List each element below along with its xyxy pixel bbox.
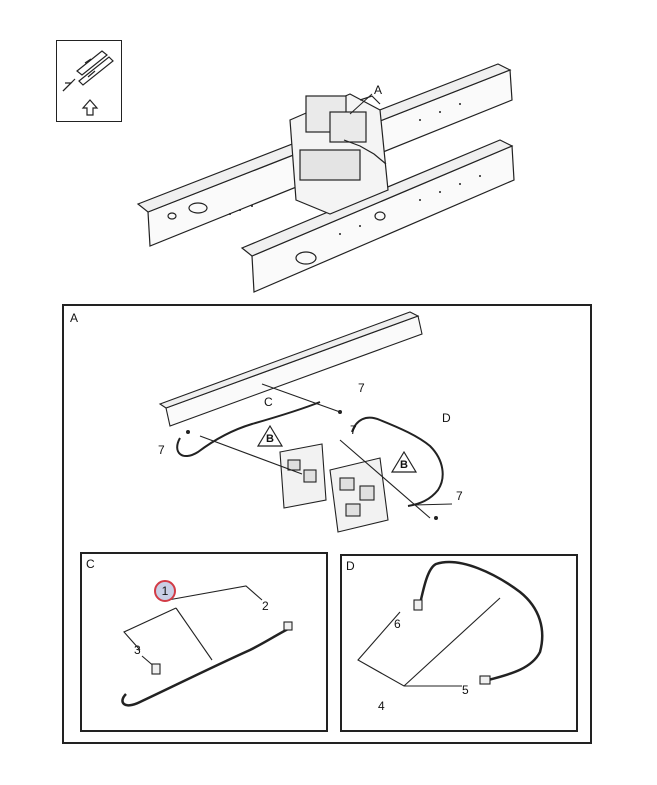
panel-a-triangle-b-right: B (400, 459, 408, 471)
panel-c-callout-1-highlighted[interactable]: 1 (154, 580, 176, 602)
panel-c-callout-2: 2 (262, 599, 269, 613)
panel-a-callout-7-lower-right: 7 (456, 489, 463, 503)
panel-a-callout-7-center: 7 (350, 423, 357, 437)
panel-d-callout-6: 6 (394, 617, 401, 631)
view-orientation-icon (56, 40, 122, 122)
overview-chassis-drawing (136, 63, 515, 293)
panel-c-callout-3: 3 (134, 643, 141, 657)
panel-d-label: D (346, 559, 355, 573)
panel-d-callout-5: 5 (462, 683, 469, 697)
panel-a-callout-7-upper-right: 7 (358, 381, 365, 395)
overview-callout-a: A (374, 83, 383, 97)
panel-a-label: A (70, 311, 79, 325)
detail-panel-d: D (340, 554, 578, 732)
panel-a-callout-d: D (442, 411, 451, 425)
panel-a-triangle-b-left: B (266, 433, 274, 445)
panel-a-callout-c: C (264, 395, 273, 409)
panel-a-callout-7-left: 7 (158, 443, 165, 457)
panel-c-label: C (86, 557, 95, 571)
panel-d-callout-4: 4 (378, 699, 385, 713)
view-orientation-graphic (62, 50, 114, 116)
